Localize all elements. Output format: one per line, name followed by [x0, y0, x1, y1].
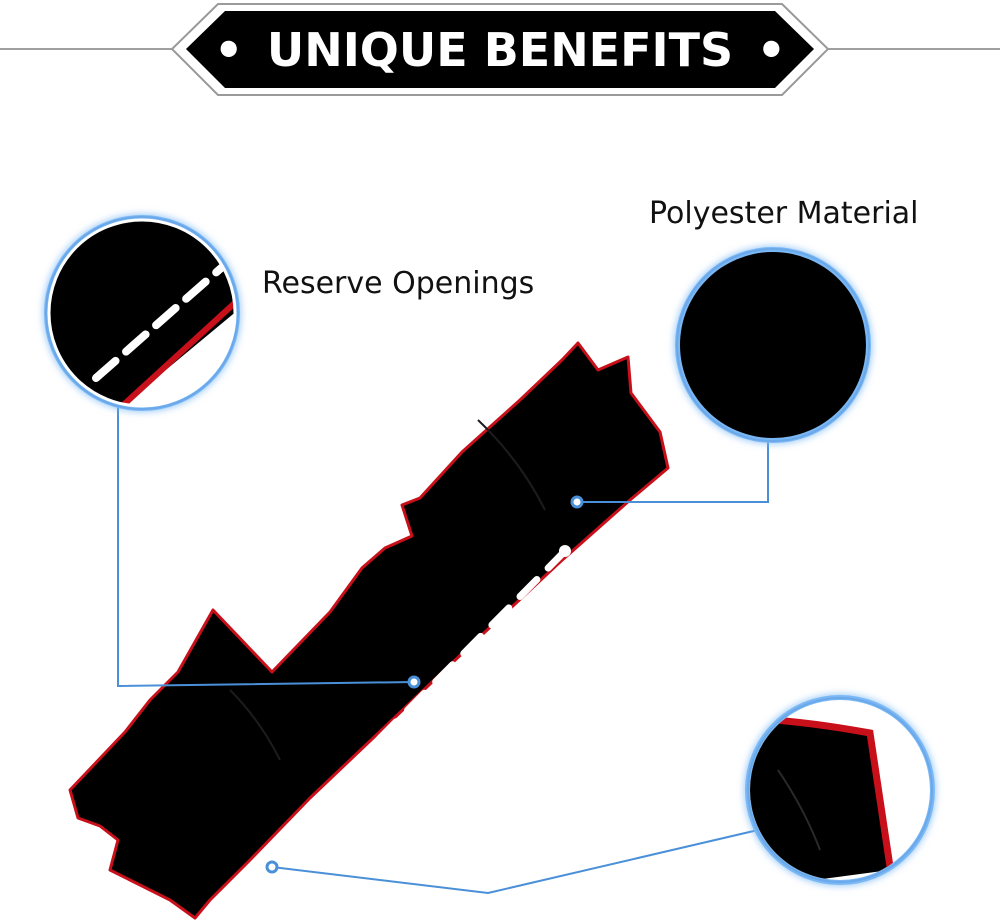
leader-line-reserve-openings — [117, 402, 415, 688]
header-banner: • • UNIQUE BENEFITS — [0, 3, 1000, 96]
lens-material-swatch — [680, 252, 866, 438]
leader-anchor-dots — [265, 495, 584, 874]
anchor-dot-polyester-material — [570, 495, 584, 509]
magnifier-reserve-openings — [44, 215, 240, 411]
page-title: UNIQUE BENEFITS — [267, 23, 733, 77]
lens-ring-outer — [676, 248, 870, 442]
lens-mat-detail — [750, 720, 890, 880]
banner-bullet-left: • — [214, 23, 243, 77]
lens-fold-line — [777, 769, 821, 851]
stitch-end-dot — [559, 545, 571, 557]
reserve-opening-stitch — [306, 547, 569, 813]
callout-label-reserve-openings: Reserve Openings — [262, 266, 534, 301]
lens-mat-edge — [117, 297, 235, 406]
lens-ring-outer — [747, 697, 933, 883]
mat-fold-line — [477, 419, 546, 511]
leader-lines — [117, 402, 769, 895]
magnifier-edge-detail — [745, 695, 935, 885]
magnifier-polyester-material — [675, 247, 871, 443]
anchor-dot-edge-detail — [265, 860, 279, 874]
leader-line-edge-detail — [271, 829, 759, 895]
lens-ring — [47, 218, 237, 408]
callout-label-polyester-material: Polyester Material — [649, 196, 919, 231]
anchor-dot-reserve-openings — [407, 675, 421, 689]
banner-bullet-right: • — [757, 23, 786, 77]
stitch-end-dot — [304, 803, 316, 815]
leader-line-polyester-material — [577, 440, 769, 503]
lens-stitch-detail — [92, 258, 232, 382]
lens-mat-detail — [49, 220, 235, 406]
lens-ring-outer — [45, 216, 239, 410]
mat-body — [68, 341, 670, 920]
mat-fold-line — [229, 689, 281, 761]
banner-plate — [186, 11, 814, 88]
dashboard-mat — [68, 341, 670, 920]
